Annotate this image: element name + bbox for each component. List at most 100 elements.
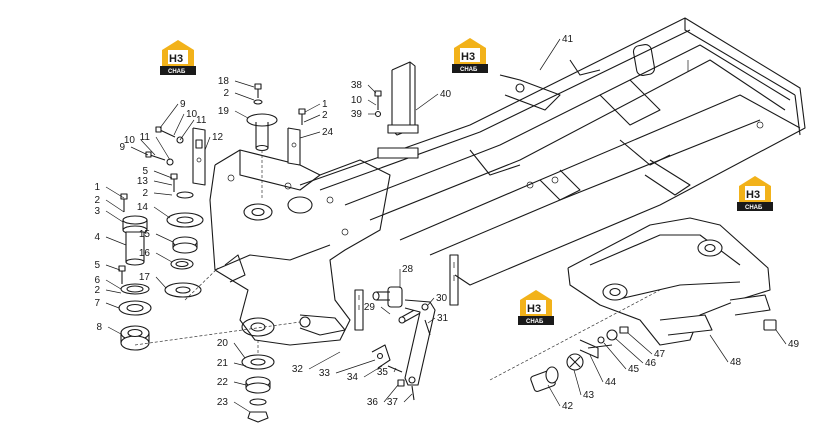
callout-number: 2 <box>94 285 100 296</box>
logo-text: СНАБ <box>168 69 186 75</box>
callout-leader <box>153 192 173 196</box>
callout-number: 10 <box>351 95 363 106</box>
callout-number: 3 <box>94 206 100 217</box>
callout-number: 49 <box>788 339 800 350</box>
callout-leader <box>233 362 247 367</box>
callout-number: 42 <box>562 401 574 412</box>
callout-leader <box>204 136 211 151</box>
callout-number: 11 <box>196 115 207 126</box>
callout-number: 48 <box>730 357 742 368</box>
callout-leader <box>539 38 561 71</box>
callout-number: 36 <box>367 397 379 408</box>
callout-number: 1 <box>94 182 100 193</box>
callout-leader <box>427 317 436 324</box>
callout-number: 47 <box>654 349 666 360</box>
callout-number: 19 <box>218 106 230 117</box>
callout-leader <box>105 236 127 246</box>
callout-number: 20 <box>217 338 229 349</box>
left-pin-stack <box>118 193 301 351</box>
callout-number: 11 <box>140 132 151 143</box>
brand-logo: H3 СНАБ <box>518 290 554 325</box>
callout-leader <box>105 210 124 223</box>
callout-leader <box>603 342 627 370</box>
callout-number: 12 <box>212 132 224 143</box>
brand-logo: H3 СНАБ <box>737 176 773 211</box>
callout-number: 23 <box>217 397 229 408</box>
callout-leader <box>105 302 120 309</box>
callout-leader <box>234 110 249 119</box>
callout-leader <box>105 279 122 290</box>
logo-text: СНАБ <box>526 319 544 325</box>
callout-leader <box>233 381 247 386</box>
callout-leader <box>173 113 185 136</box>
callout-leader <box>107 326 122 335</box>
callout-number: 17 <box>139 272 151 283</box>
callout-leader <box>614 337 644 364</box>
callout-number: 9 <box>180 99 186 110</box>
callout-number: 35 <box>377 367 389 378</box>
callout-leader <box>299 131 321 139</box>
callout-leader <box>233 342 246 359</box>
callout-leader <box>363 365 383 378</box>
upper-pin-stack <box>145 126 219 301</box>
callout-number: 5 <box>94 260 100 271</box>
callout-number: 13 <box>137 176 149 187</box>
callout-number: 22 <box>217 377 229 388</box>
main-frame <box>299 17 806 286</box>
callout-leader <box>383 384 399 403</box>
callout-leader <box>427 297 435 306</box>
brand-logo: H3 СНАБ <box>160 40 196 75</box>
callout-leader <box>105 199 125 213</box>
callout-number: 6 <box>94 275 100 286</box>
callout-leader <box>775 329 787 345</box>
brand-logo: H3 СНАБ <box>452 38 488 73</box>
callout-number: 37 <box>387 397 399 408</box>
callout-leader <box>155 136 171 161</box>
callout-number: 43 <box>583 390 595 401</box>
link-parts <box>371 286 436 401</box>
callout-leader <box>105 289 122 294</box>
callout-leader <box>335 359 376 374</box>
callout-leader <box>179 119 195 141</box>
callout-leader <box>234 92 255 101</box>
bottom-pin-stack <box>241 340 275 423</box>
callout-leader <box>547 384 561 407</box>
callout-leader <box>153 170 173 179</box>
logo-mark-text: H3 <box>169 53 183 65</box>
callout-leader <box>233 401 251 413</box>
callout-leader <box>303 114 321 123</box>
logo-mark-text: H3 <box>746 189 760 201</box>
logo-text: СНАБ <box>460 67 478 73</box>
callout-number: 33 <box>319 368 331 379</box>
callout-number: 9 <box>119 142 125 153</box>
callout-number: 32 <box>292 364 304 375</box>
callout-number: 10 <box>186 109 198 120</box>
callout-number: 4 <box>94 232 100 243</box>
callout-number: 2 <box>142 188 148 199</box>
top-pin-parts <box>246 83 306 200</box>
callout-leader <box>627 332 653 355</box>
callout-leader <box>155 233 174 243</box>
callout-number: 16 <box>139 248 151 259</box>
callout-leader <box>393 367 397 373</box>
callout-number: 24 <box>322 127 334 138</box>
callout-number: 7 <box>94 298 100 309</box>
callout-leader <box>573 369 582 396</box>
callout-leader <box>130 146 149 156</box>
callout-leader <box>589 354 604 383</box>
callout-leader <box>153 206 171 219</box>
callout-leader <box>153 180 173 186</box>
callout-number: 38 <box>351 80 363 91</box>
callout-number: 39 <box>351 109 363 120</box>
post-parts <box>374 61 419 159</box>
callout-leader <box>367 99 377 106</box>
callout-leader <box>709 334 729 363</box>
callout-leader <box>155 276 167 289</box>
callout-number: 31 <box>437 313 449 324</box>
callout-number: 40 <box>440 89 452 100</box>
callout-number: 18 <box>218 76 230 87</box>
callout-leader <box>140 139 156 156</box>
callout-number: 2 <box>223 88 229 99</box>
callout-number: 21 <box>217 358 229 369</box>
